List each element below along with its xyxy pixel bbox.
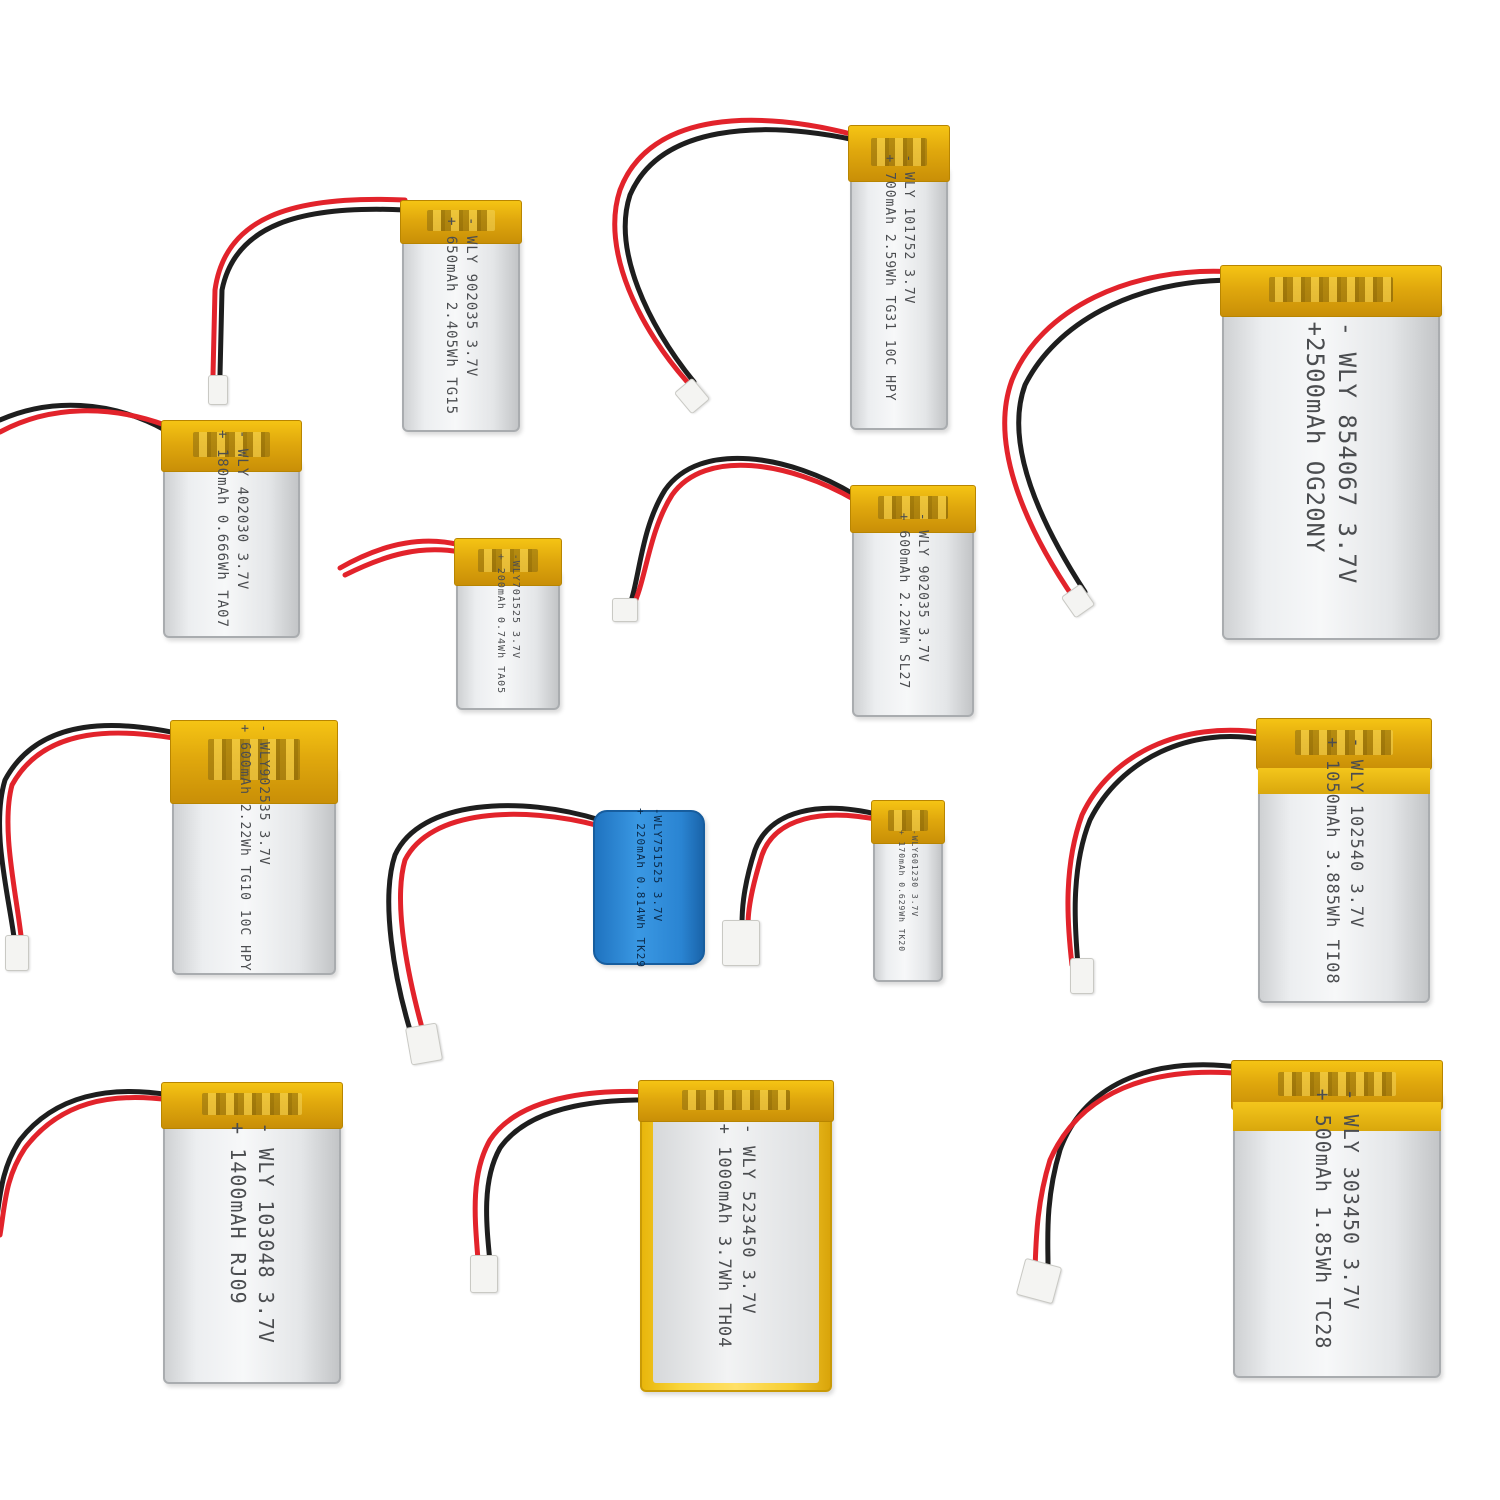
wire-red xyxy=(1002,268,1238,603)
wire-red xyxy=(337,538,463,571)
wire-black xyxy=(1045,1062,1248,1268)
wire-black xyxy=(1072,734,1268,968)
battery-label-line1: - WLY 303450 3.7V xyxy=(1339,1088,1363,1311)
battery-902535-600mah: - WLY902535 3.7V + 600mAh 2.22Wh TG10 10… xyxy=(170,720,338,975)
battery-label-line1: - WLY 523450 3.7V xyxy=(738,1123,758,1315)
battery-label-line2: + 600mAh 2.22Wh SL27 xyxy=(896,512,911,690)
wire-black xyxy=(1016,277,1238,595)
battery-label-line2: + 600mAh 2.22Wh TG10 10C HPY xyxy=(237,723,252,972)
battery-label-line2: + 170mAh 0.629Wh TK20 xyxy=(897,829,906,953)
connector-plug xyxy=(5,935,29,971)
connector-plug xyxy=(612,598,638,622)
battery-label-line2: + 180mAh 0.666Wh TA07 xyxy=(213,429,230,629)
battery-label-line1: - WLY902535 3.7V xyxy=(256,723,271,866)
wire-red xyxy=(745,812,883,928)
wire-red xyxy=(1032,1069,1248,1273)
battery-402030-180mah: - WLY 402030 3.7V + 180mAh 0.666Wh TA07 xyxy=(161,420,302,638)
wire-red xyxy=(472,1088,693,1263)
battery-label-line1: - WLY 102540 3.7V xyxy=(1346,736,1366,928)
battery-101752-700mah: - WLY 101752 3.7V + 700mAh 2.59Wh TG31 1… xyxy=(848,125,950,430)
wire-black xyxy=(386,803,603,1033)
wire-red xyxy=(0,1095,173,1238)
wire-red xyxy=(629,462,858,611)
connector-plug xyxy=(470,1255,498,1293)
wire-black xyxy=(622,127,858,385)
battery-label-line1: - WLY 101752 3.7V xyxy=(901,153,916,304)
wire-black xyxy=(0,723,188,948)
battery-523450-1000mah: - WLY 523450 3.7V + 1000mAh 3.7Wh TH04 xyxy=(638,1080,834,1392)
battery-label-line2: + 700mAh 2.59Wh TG31 10C HPY xyxy=(882,153,897,402)
connector-plug xyxy=(208,375,228,405)
battery-label-line1: -WLY601230 3.7V xyxy=(910,829,919,918)
battery-label-line1: - WLY 854067 3.7V xyxy=(1333,321,1361,584)
wire-red xyxy=(5,730,188,948)
battery-label-line2: + 200mAh 0.74Wh TA05 xyxy=(495,553,506,695)
battery-751525-220mah: -WLY751525 3.7V + 220mAh 0.814Wh TK29 xyxy=(593,807,705,968)
battery-label-line2: + 500mAh 1.85Wh TC28 xyxy=(1311,1088,1335,1350)
wire-black xyxy=(625,455,858,613)
battery-902035-650mah: - WLY 902035 3.7V + 650mAh 2.405Wh TG15 xyxy=(400,200,522,432)
battery-label-line1: -WLY701525 3.7V xyxy=(510,553,521,660)
wire-red xyxy=(1065,727,1268,968)
wire-black xyxy=(484,1097,693,1265)
battery-701525-200mah: -WLY701525 3.7V + 200mAh 0.74Wh TA05 xyxy=(454,538,562,710)
battery-label-line2: +2500mAh OG20NY xyxy=(1301,321,1329,553)
battery-854067-2500mah: - WLY 854067 3.7V +2500mAh OG20NY xyxy=(1220,265,1442,640)
wire-black xyxy=(739,805,883,928)
battery-601230-170mah: -WLY601230 3.7V + 170mAh 0.629Wh TK20 xyxy=(871,800,945,982)
battery-902035-600mah: - WLY 902035 3.7V + 600mAh 2.22Wh SL27 xyxy=(850,485,976,717)
battery-label-line1: - WLY 103048 3.7V xyxy=(254,1122,278,1344)
battery-label-line2: + 650mAh 2.405Wh TG15 xyxy=(443,216,459,416)
wire-black xyxy=(0,1088,173,1213)
wire-black xyxy=(217,206,408,378)
wire-red xyxy=(398,811,603,1038)
battery-label-line1: -WLY751525 3.7V xyxy=(651,807,664,922)
battery-102540-1050mah: - WLY 102540 3.7V + 1050mAh 3.885Wh TI08 xyxy=(1256,718,1432,1003)
battery-label-line2: + 1400mAH RJ09 xyxy=(226,1122,250,1305)
wire-red xyxy=(210,196,408,378)
connector-plug xyxy=(722,920,760,966)
battery-label-line1: - WLY 402030 3.7V xyxy=(233,429,250,591)
battery-103048-1400mah: - WLY 103048 3.7V + 1400mAH RJ09 xyxy=(161,1082,343,1384)
battery-label-line2: + 1050mAh 3.885Wh TI08 xyxy=(1322,736,1342,985)
wire-red xyxy=(0,408,168,435)
connector-plug xyxy=(1070,958,1094,994)
wire-red xyxy=(342,547,463,578)
battery-label-line2: + 1000mAh 3.7Wh TH04 xyxy=(714,1123,734,1349)
battery-label-line1: - WLY 902035 3.7V xyxy=(915,512,930,663)
battery-label-line2: + 220mAh 0.814Wh TK29 xyxy=(634,807,647,968)
battery-303450-500mah: - WLY 303450 3.7V + 500mAh 1.85Wh TC28 xyxy=(1231,1060,1443,1378)
battery-label-line1: - WLY 902035 3.7V xyxy=(463,216,479,378)
wire-red xyxy=(612,117,858,388)
connector-plug xyxy=(404,1022,444,1066)
